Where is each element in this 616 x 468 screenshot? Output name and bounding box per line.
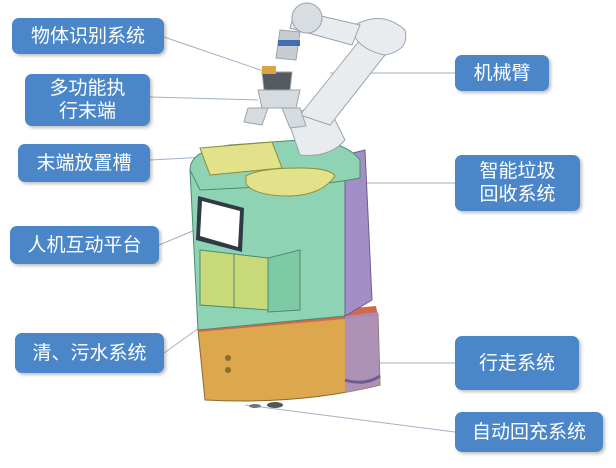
label-multi-function-end: 多功能执 行末端 xyxy=(25,74,150,126)
leader-auto-recharge xyxy=(244,404,456,433)
label-walking-system: 行走系统 xyxy=(455,336,579,390)
label-end-storage-slot: 末端放置槽 xyxy=(18,144,150,182)
garbage-bin xyxy=(245,167,336,197)
label-object-recognition: 物体识别系统 xyxy=(12,18,164,54)
robot-arm xyxy=(243,2,407,156)
leader-multi-function-end xyxy=(149,96,259,101)
label-auto-recharge: 自动回充系统 xyxy=(455,412,603,452)
label-smart-garbage: 智能垃圾 回收系统 xyxy=(455,155,580,211)
label-clean-dirty-water: 清、污水系统 xyxy=(15,333,164,373)
robot-body xyxy=(189,139,373,331)
label-robot-arm: 机械臂 xyxy=(455,55,549,91)
leader-object-recognition xyxy=(163,36,276,76)
label-hmi-platform: 人机互动平台 xyxy=(10,226,159,264)
